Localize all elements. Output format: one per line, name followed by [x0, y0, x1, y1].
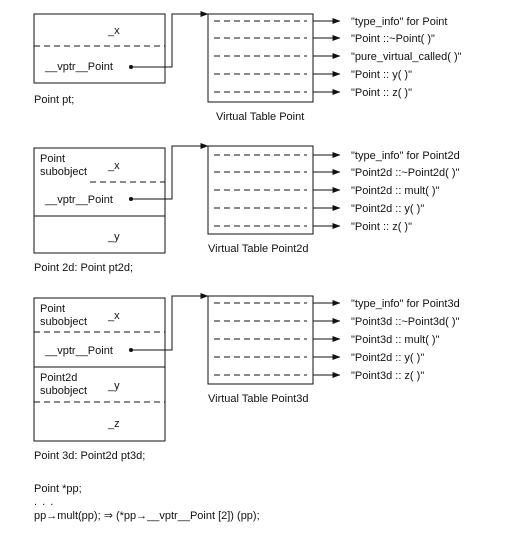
point-object-box	[33, 13, 166, 84]
code-declaration: Point *pp;	[34, 483, 82, 495]
vtable-caption: Virtual Table Point	[216, 111, 304, 123]
vtable-entry: "Point2d ::~Point2d( )"	[351, 167, 459, 179]
object-caption: Point 2d: Point pt2d;	[34, 262, 133, 274]
vtable-entry: "Point :: z( )"	[351, 221, 412, 233]
object-caption: Point 3d: Point2d pt3d;	[34, 450, 145, 462]
code-call-expansion: pp→mult(pp); ⇒ (*pp→__vptr__Point [2]) (…	[34, 510, 260, 522]
vptr-label: __vptr__Point	[44, 194, 113, 206]
subobject-label: Point subobject	[40, 303, 87, 328]
vptr-arrow	[133, 143, 209, 200]
vtable-entry: "Point2d :: mult( )"	[351, 185, 440, 197]
point2d-object-box	[33, 147, 166, 254]
vptr-dot	[129, 348, 133, 352]
vtable-arrows	[313, 152, 341, 229]
vtable-entry: "Point :: y( )"	[351, 69, 412, 81]
member-x-label: _x	[107, 310, 120, 322]
vtable-slots	[214, 20, 307, 93]
vtable-slots	[214, 154, 307, 227]
vtable-caption: Virtual Table Point2d	[208, 243, 309, 255]
point3d-group: Point subobject _x __vptr__Point Point2d…	[33, 293, 460, 462]
vtable-arrows	[313, 300, 341, 378]
vtable-entry: "Point3d :: z( )"	[351, 370, 424, 382]
vptr-arrow	[133, 11, 209, 68]
vtable-entry: "Point2d :: y( )"	[351, 352, 424, 364]
subobject-label: Point subobject	[40, 153, 87, 178]
subobject-label-line: Point	[40, 303, 65, 315]
subobject-label-line: Point2d	[40, 372, 77, 384]
object-caption: Point pt;	[34, 94, 74, 106]
vtable-entry: "pure_virtual_called( )"	[351, 51, 462, 63]
point2d-group: Point subobject _x __vptr__Point _y Poin…	[33, 143, 460, 274]
point-group: _x __vptr__Point Point pt; "type_info" f…	[33, 11, 462, 123]
member-y-label: _y	[107, 380, 120, 392]
vtable-entry: "Point3d ::~Point3d( )"	[351, 316, 459, 328]
vtable-caption: Virtual Table Point3d	[208, 393, 309, 405]
member-x-label: _x	[107, 160, 120, 172]
subobject-label: Point2d subobject	[40, 372, 87, 397]
subobject-label-line: subobject	[40, 385, 87, 397]
member-z-label: _z	[107, 418, 120, 430]
vptr-label: __vptr__Point	[44, 345, 113, 357]
vtable-box	[207, 13, 314, 103]
member-x-label: _x	[107, 25, 120, 37]
vtable-entry: "Point :: z( )"	[351, 87, 412, 99]
vtable-box	[207, 295, 314, 385]
vtable-entry: "Point2d :: y( )"	[351, 203, 424, 215]
vtable-entry: "type_info" for Point2d	[351, 150, 460, 162]
vtable-entry: "type_info" for Point	[351, 16, 447, 28]
subobject-label-line: subobject	[40, 316, 87, 328]
point3d-object-box	[33, 297, 166, 442]
subobject-label-line: subobject	[40, 166, 87, 178]
member-y-label: _y	[107, 231, 120, 243]
vtable-slots	[214, 302, 307, 376]
vptr-arrow	[133, 293, 209, 351]
vtable-arrows	[313, 18, 341, 95]
vtable-entry: "Point3d :: mult( )"	[351, 334, 440, 346]
subobject-label-line: Point	[40, 153, 65, 165]
code-ellipsis: . . .	[34, 496, 55, 508]
vptr-dot	[129, 197, 133, 201]
vptr-dot	[129, 65, 133, 69]
vtable-entry: "Point ::~Point( )"	[351, 33, 435, 45]
vptr-label: __vptr__Point	[44, 61, 113, 73]
vtable-entry: "type_info" for Point3d	[351, 298, 460, 310]
